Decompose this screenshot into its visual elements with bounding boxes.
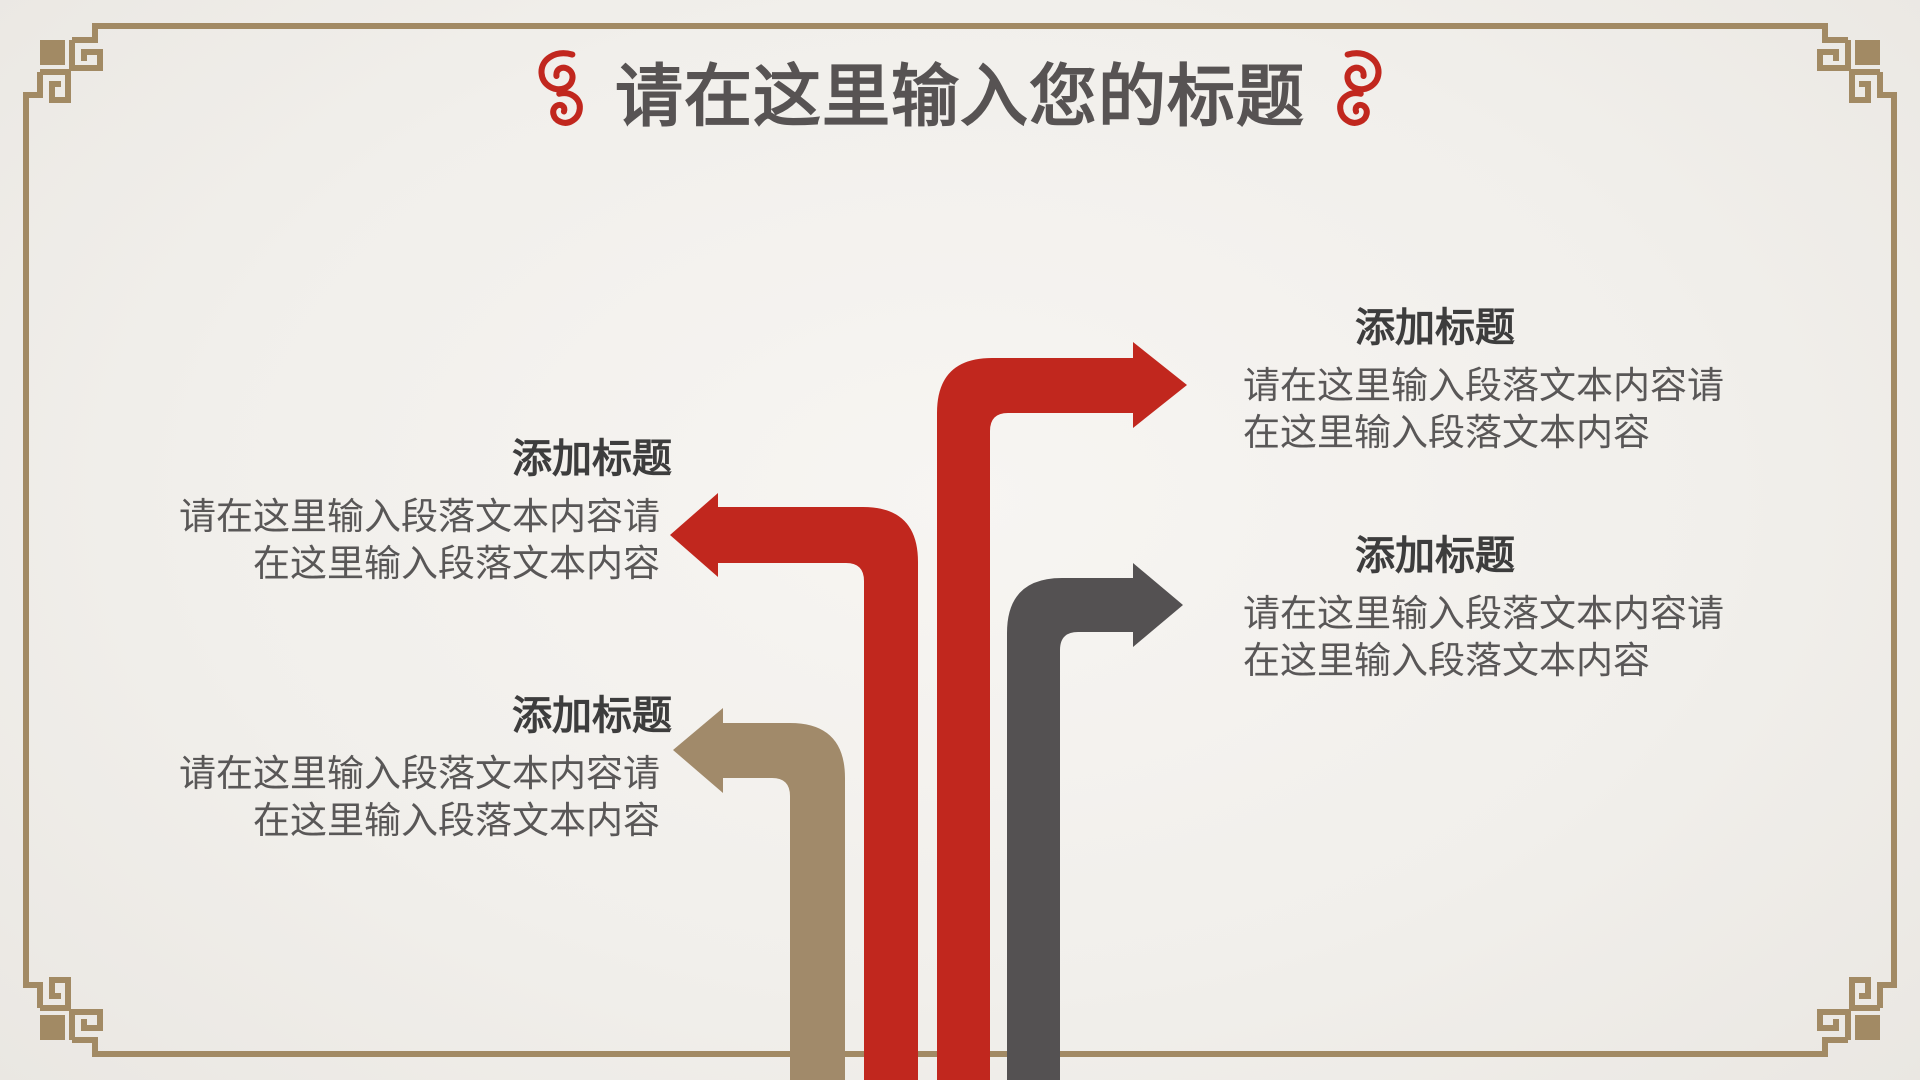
corner-ornament-top-left [23, 23, 120, 120]
text-block-middle-left: 添加标题 请在这里输入段落文本内容请 在这里输入段落文本内容 [150, 435, 672, 587]
corner-step-line [1800, 1037, 1848, 1057]
auspicious-cloud-left-icon [538, 50, 583, 126]
arrow-up-left-red [670, 493, 918, 1080]
frame-border-right [1891, 114, 1897, 966]
block-heading: 添加标题 [1355, 534, 1515, 578]
cloud-curl [550, 90, 583, 126]
text-block-bottom-left: 添加标题 请在这里输入段落文本内容请 在这里输入段落文本内容 [150, 692, 672, 844]
corner-step-line [1877, 72, 1897, 120]
corner-step-line [72, 1037, 120, 1057]
block-body-line: 请在这里输入段落文本内容请 [179, 496, 660, 537]
corner-square [40, 40, 65, 65]
auspicious-cloud-right-icon [1337, 50, 1382, 126]
corner-square [1855, 1015, 1880, 1040]
greek-key-spiral-icon [40, 69, 71, 103]
page-title: 请在这里输入您的标题 [614, 58, 1305, 135]
frame-border-top [114, 23, 1806, 29]
block-body: 请在这里输入段落文本内容请 在这里输入段落文本内容 [150, 750, 660, 844]
corner-ornament-bottom-left [23, 960, 120, 1057]
corner-square [1855, 40, 1880, 65]
greek-key-spiral-icon [1817, 1009, 1851, 1040]
arrow-up-left-tan [673, 708, 845, 1080]
greek-key-spiral-icon [40, 977, 71, 1011]
block-heading: 添加标题 [512, 437, 672, 481]
text-block-middle-right: 添加标题 请在这里输入段落文本内容请 在这里输入段落文本内容 [1243, 532, 1763, 684]
block-body: 请在这里输入段落文本内容请 在这里输入段落文本内容 [150, 493, 660, 587]
corner-step-line [72, 23, 120, 43]
greek-key-spiral-icon [1849, 69, 1880, 103]
corner-step-line [23, 72, 43, 120]
cloud-curl [538, 50, 576, 93]
block-body-line: 在这里输入段落文本内容 [1243, 640, 1650, 681]
corner-square [40, 1015, 65, 1040]
title-row: 请在这里输入您的标题 [0, 42, 1920, 138]
corner-ornament-bottom-right [1800, 960, 1897, 1057]
text-block-top-right: 添加标题 请在这里输入段落文本内容请 在这里输入段落文本内容 [1243, 304, 1763, 456]
corner-step-line [1800, 23, 1848, 43]
block-body: 请在这里输入段落文本内容请 在这里输入段落文本内容 [1243, 362, 1763, 456]
greek-key-spiral-icon [69, 40, 103, 71]
block-body-line: 在这里输入段落文本内容 [253, 543, 660, 584]
greek-key-spiral-icon [1849, 977, 1880, 1011]
block-heading: 添加标题 [1355, 306, 1515, 350]
greek-key-spiral-icon [69, 1009, 103, 1040]
cloud-curl [1337, 90, 1370, 126]
block-body: 请在这里输入段落文本内容请 在这里输入段落文本内容 [1243, 590, 1763, 684]
cloud-curl [1344, 50, 1382, 93]
arrow-up-right-red [937, 342, 1187, 1080]
corner-step-line [23, 960, 43, 1008]
block-body-line: 请在这里输入段落文本内容请 [1243, 593, 1724, 634]
corner-step-line [1877, 960, 1897, 1008]
greek-key-spiral-icon [1817, 40, 1851, 71]
frame-border-left [23, 114, 29, 966]
block-body-line: 在这里输入段落文本内容 [1243, 412, 1650, 453]
block-body-line: 请在这里输入段落文本内容请 [1243, 365, 1724, 406]
arrow-up-right-gray [1007, 563, 1183, 1080]
corner-ornament-top-right [1800, 23, 1897, 120]
block-body-line: 请在这里输入段落文本内容请 [179, 753, 660, 794]
block-body-line: 在这里输入段落文本内容 [253, 800, 660, 841]
block-heading: 添加标题 [512, 694, 672, 738]
